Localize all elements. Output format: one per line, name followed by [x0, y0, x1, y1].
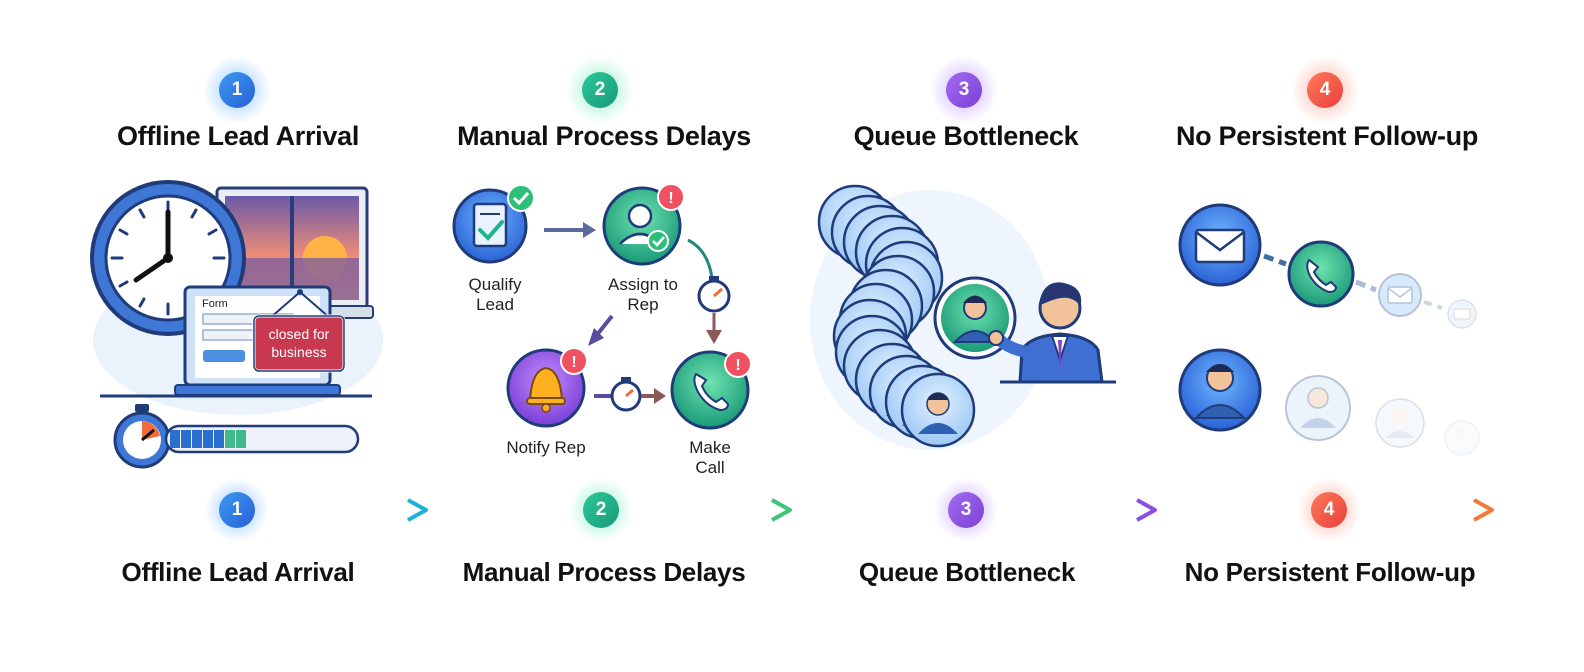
check-icon — [512, 191, 530, 206]
progress-segment — [203, 430, 213, 448]
stopwatch-icon — [610, 377, 642, 412]
timeline-label-1: Offline Lead Arrival — [121, 557, 355, 587]
stage-badge-1: 1 — [219, 72, 255, 108]
envelope-icon — [1178, 203, 1262, 287]
progress-segment — [236, 430, 246, 448]
stage3-illustration — [810, 184, 1116, 450]
person-icon — [1178, 348, 1262, 432]
step-label-line: Lead — [476, 295, 514, 314]
envelope-icon — [1378, 273, 1422, 317]
closed-sign — [252, 289, 346, 373]
alert-icon — [560, 347, 588, 375]
step-label-line: Call — [695, 458, 725, 477]
stopwatch-icon — [113, 404, 171, 469]
phone-icon — [693, 372, 730, 412]
notify-rep-icon: ! — [506, 347, 588, 428]
timeline — [72, 478, 1494, 542]
step-label-qualify-lead: Qualify Lead — [445, 275, 545, 315]
timeline-badge-1: 1 — [219, 492, 255, 528]
progress-segment — [170, 430, 180, 448]
alert-icon — [724, 350, 752, 378]
stopwatch-icon — [697, 276, 731, 313]
sales-rep-figure — [988, 282, 1116, 384]
timeline-badge-2: 2 — [583, 492, 619, 528]
progress-bar — [164, 424, 360, 454]
timeline-label-4: No Persistent Follow-up — [1184, 557, 1476, 587]
make-call-icon: ! — [670, 350, 752, 430]
progress-segment — [192, 430, 202, 448]
progress-segment — [214, 430, 224, 448]
envelope-icon — [1447, 299, 1477, 329]
closed-sign-text: closed for business — [256, 325, 342, 361]
stage-badge-4: 4 — [1307, 72, 1343, 108]
person-icon — [1444, 420, 1480, 456]
stage1-illustration — [90, 180, 383, 469]
alert-icon — [657, 183, 685, 211]
step-label-notify-rep: Notify Rep — [506, 438, 586, 457]
stage4-illustration — [1178, 203, 1480, 456]
closed-sign-line1: closed for — [268, 326, 330, 342]
step-label-make-call: Make Call — [660, 438, 760, 478]
stage-title-2: Manual Process Delays — [457, 121, 751, 151]
timeline-label-2: Manual Process Delays — [462, 557, 746, 587]
timeline-label-3: Queue Bottleneck — [858, 557, 1076, 587]
stage-badge-3: 3 — [946, 72, 982, 108]
timeline-badge-4: 4 — [1311, 492, 1347, 528]
timeline-badge-3: 3 — [948, 492, 984, 528]
step-label-line: Qualify — [468, 275, 522, 294]
stage-title-1: Offline Lead Arrival — [116, 121, 360, 151]
assign-rep-icon: ! — [602, 183, 685, 266]
svg-text:!: ! — [668, 190, 673, 207]
svg-text:!: ! — [571, 354, 576, 371]
bell-icon — [526, 366, 566, 413]
step-label-line: Rep — [627, 295, 659, 314]
svg-text:!: ! — [735, 357, 740, 374]
stage-title-3: Queue Bottleneck — [853, 121, 1079, 151]
stage2-illustration: ! ! — [452, 183, 752, 430]
stage-badge-2: 2 — [582, 72, 618, 108]
step-label-line: Assign to — [608, 275, 678, 294]
step-label-assign-rep: Assign to Rep — [588, 275, 698, 315]
closed-sign-line2: business — [271, 344, 327, 360]
step-label-line: Make — [689, 438, 731, 457]
person-icon — [1285, 375, 1351, 441]
qualify-lead-icon — [452, 184, 535, 264]
person-icon — [1375, 398, 1425, 448]
phone-icon — [1287, 240, 1355, 308]
form-label: Form — [202, 298, 228, 310]
person-icon — [900, 372, 976, 448]
stage-title-4: No Persistent Follow-up — [1175, 121, 1479, 151]
progress-segment — [225, 430, 235, 448]
progress-segment — [181, 430, 191, 448]
